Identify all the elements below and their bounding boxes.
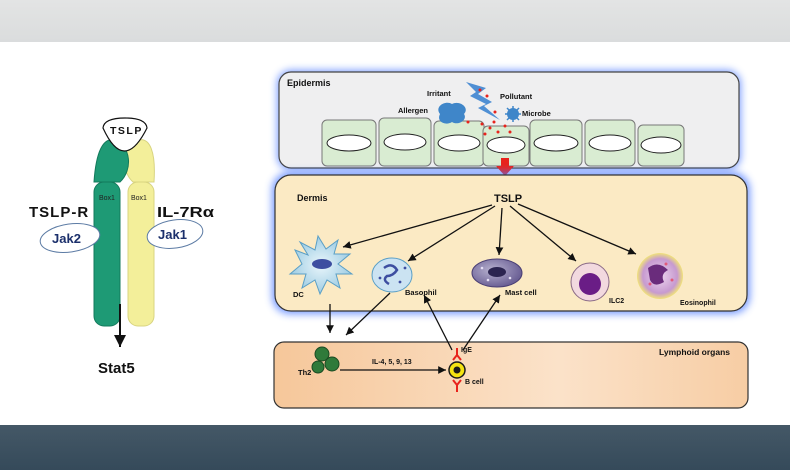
allergen-icon xyxy=(438,102,466,124)
irritant-label: Irritant xyxy=(427,89,451,98)
dermis-title: Dermis xyxy=(297,193,328,203)
pollutant-label: Pollutant xyxy=(500,92,533,101)
stat5-label: Stat5 xyxy=(98,360,135,377)
tslpr-chain xyxy=(93,181,121,327)
ige-label: IgE xyxy=(461,347,472,354)
th2-label: Th2 xyxy=(298,368,311,377)
mast-cell-label: Mast cell xyxy=(505,288,537,297)
irritant-lightning-icon xyxy=(466,82,500,120)
microbe-icon xyxy=(505,106,521,122)
slide-canvas: TSLP Box1 Box1 TSLP-R IL-7Rα Jak2 Jak1 S… xyxy=(0,42,790,425)
lymphoid-title: Lymphoid organs xyxy=(659,347,730,357)
mast-cell-icon xyxy=(471,258,523,288)
epidermis-panel: Epidermis Allergen Irritant Pollutant Mi… xyxy=(277,70,741,176)
ilc2-label: ILC2 xyxy=(609,298,624,305)
lymphoid-panel: Lymphoid organs Th2 IL-4, 5, 9, 13 IgE B… xyxy=(273,341,749,409)
tslp-arrows xyxy=(342,203,637,262)
epidermis-title: Epidermis xyxy=(287,78,331,88)
jak2-oval xyxy=(39,223,101,253)
jak1-oval xyxy=(146,219,204,249)
cross-panel-arrows xyxy=(326,292,501,351)
dermis-panel: Dermis TSLP DC Basophil Mast cell xyxy=(272,172,750,314)
cytokines-label: IL-4, 5, 9, 13 xyxy=(372,359,412,366)
b-cell-label: B cell xyxy=(465,379,484,386)
box1-left-label: Box1 xyxy=(99,195,115,202)
basophil-label: Basophil xyxy=(405,288,437,297)
b-cell-icon xyxy=(448,348,466,392)
il7r-chain xyxy=(127,181,155,327)
th2-cells-icon xyxy=(311,346,340,374)
red-signal-arrow xyxy=(496,158,514,176)
keratinocyte-row xyxy=(321,117,685,167)
dc-label: DC xyxy=(293,290,304,299)
allergen-label: Allergen xyxy=(398,106,428,115)
tslp-ligand xyxy=(102,117,148,152)
microbe-label: Microbe xyxy=(522,109,551,118)
il7r-label: IL-7Rα xyxy=(157,204,215,221)
ilc2-icon xyxy=(570,262,610,302)
eosinophil-icon xyxy=(637,253,683,299)
eosinophil-label: Eosinophil xyxy=(680,300,716,307)
dendritic-cell-icon xyxy=(288,234,354,296)
basophil-icon xyxy=(371,257,413,293)
receptor-diagram: TSLP Box1 Box1 TSLP-R IL-7Rα Jak2 Jak1 S… xyxy=(29,117,215,377)
box1-right-label: Box1 xyxy=(131,195,147,202)
tslpr-label: TSLP-R xyxy=(29,204,89,221)
tslp-ligand-label: TSLP xyxy=(110,125,143,137)
jak1-label: Jak1 xyxy=(158,227,187,242)
jak2-label: Jak2 xyxy=(52,231,81,246)
pollutant-particles xyxy=(466,88,512,136)
dermis-tslp-label: TSLP xyxy=(494,193,522,205)
diagram-svg: TSLP Box1 Box1 TSLP-R IL-7Rα Jak2 Jak1 S… xyxy=(29,70,750,409)
